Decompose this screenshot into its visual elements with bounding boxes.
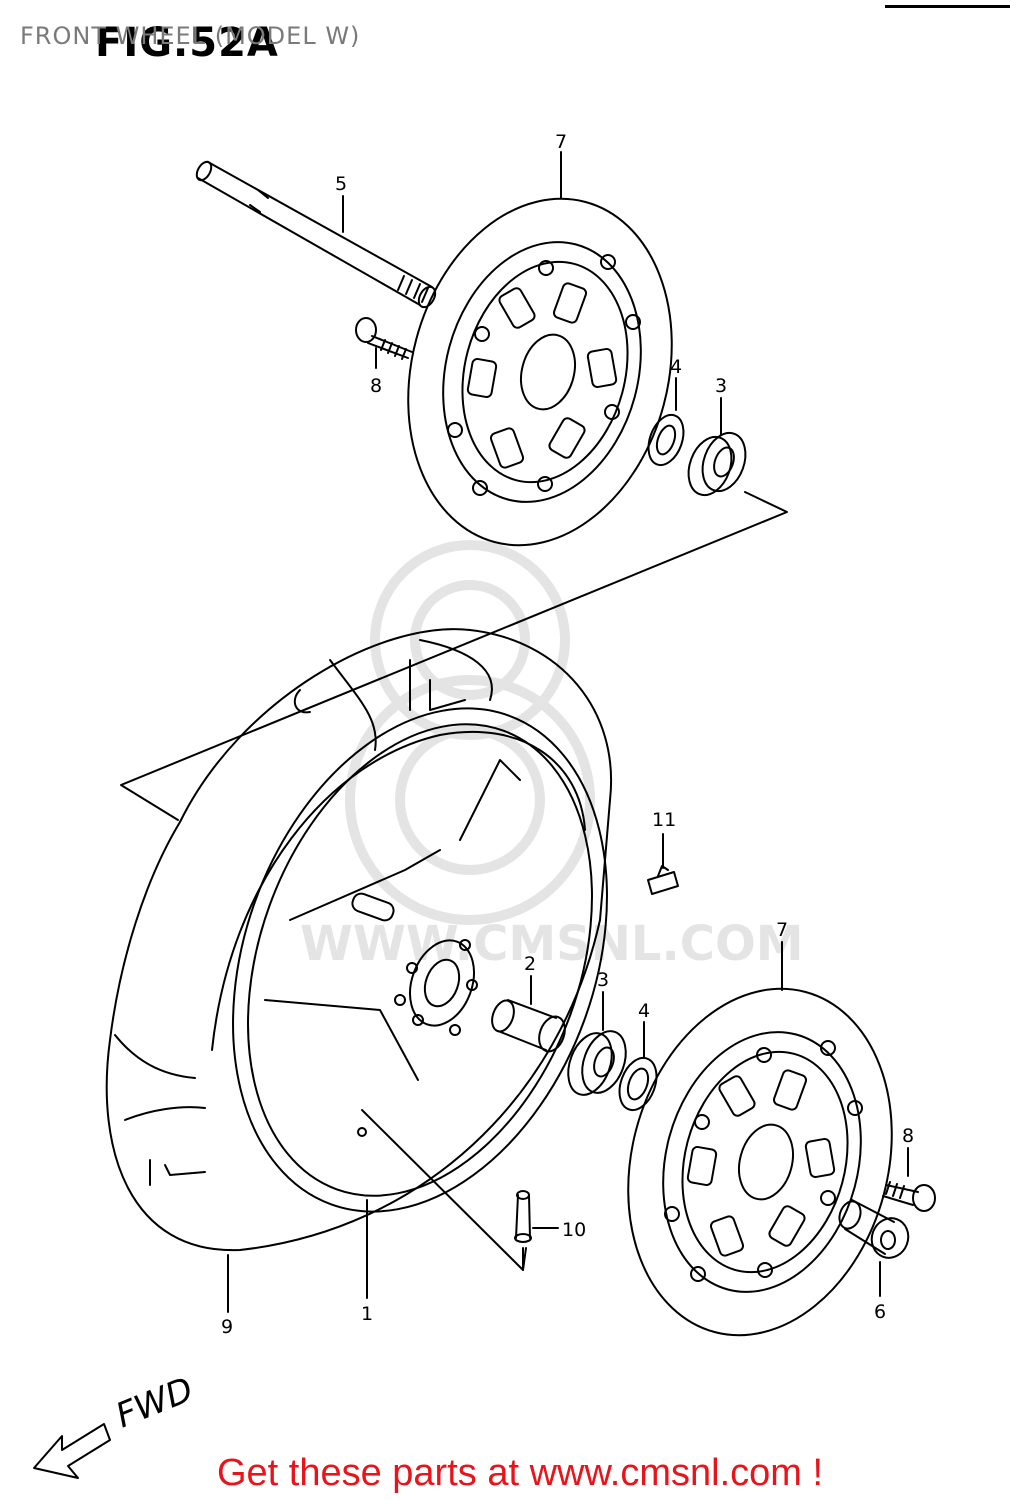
callout-2: 2: [524, 953, 536, 975]
callout-labels: 1 2 3 3 4 4 5 6 7 7 8 8 9 10 11: [221, 131, 914, 1338]
front-axle: [195, 160, 437, 309]
bearing-top: [687, 431, 747, 497]
callout-11: 11: [652, 809, 676, 831]
fwd-label: FWD: [110, 1370, 199, 1437]
rotor-bolt-bottom: [882, 1181, 936, 1212]
callout-7-bottom: 7: [776, 919, 788, 941]
brake-disc-top: [407, 197, 673, 547]
callout-5: 5: [335, 173, 347, 195]
callout-4-bottom: 4: [638, 1000, 650, 1022]
front-tire: [105, 628, 613, 1252]
corner-rule: [885, 0, 1010, 8]
balancer-weight: [647, 865, 679, 895]
dust-seal-top: [647, 413, 685, 467]
assembly-leader-upper: [120, 491, 788, 821]
bearing-bottom: [567, 1030, 627, 1096]
forward-arrow-icon: [33, 1423, 111, 1479]
callout-8-bottom: 8: [902, 1125, 914, 1147]
diagram-title: FRONT WHEEL (MODEL W): [20, 22, 361, 50]
callout-3-bottom: 3: [597, 969, 609, 991]
rotor-bolt-top: [355, 317, 413, 360]
center-spacer: [491, 999, 566, 1053]
callout-4-top: 4: [670, 356, 682, 378]
callout-6: 6: [874, 1301, 886, 1323]
callout-9: 9: [221, 1316, 233, 1338]
brake-disc-bottom: [627, 987, 893, 1337]
wheel-rim: [232, 707, 608, 1213]
callout-1: 1: [361, 1303, 373, 1325]
valve-stem: [514, 1190, 559, 1243]
figure-number: FIG.52A: [95, 20, 279, 66]
callout-3-top: 3: [715, 375, 727, 397]
axle-collar: [838, 1199, 910, 1259]
callout-8-top: 8: [370, 375, 382, 397]
callout-7-top: 7: [555, 131, 567, 153]
parts-shop-link[interactable]: Get these parts at www.cmsnl.com !: [216, 1452, 824, 1494]
callout-10: 10: [562, 1219, 586, 1241]
watermark-text: WWW.CMSNL.COM: [300, 916, 804, 972]
dust-seal-bottom: [618, 1056, 658, 1112]
